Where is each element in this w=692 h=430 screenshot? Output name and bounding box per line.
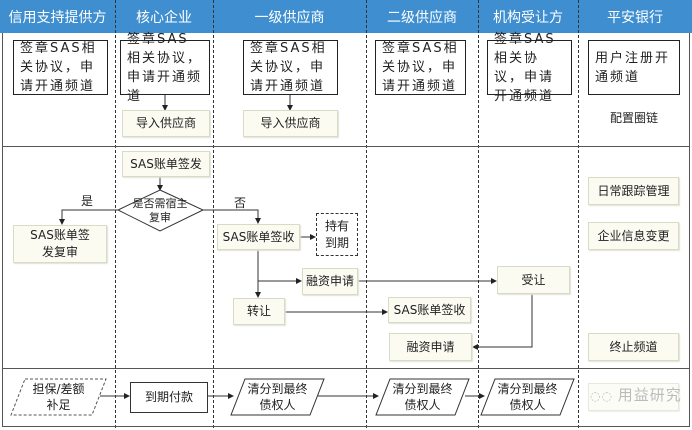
frame-left [2, 33, 3, 427]
guarantee-parallelogram: 担保/差额补足 [10, 378, 107, 416]
daily-tracking-box: 日常跟踪管理 [588, 177, 679, 205]
watermark: ◌◌ 用益研究 [590, 384, 682, 405]
watermark-text: 用益研究 [617, 386, 682, 404]
watermark-box [588, 383, 679, 411]
transfer-box: 转让 [233, 298, 285, 325]
row-divider [2, 426, 690, 427]
lane-divider [213, 0, 214, 428]
no-label: 否 [234, 196, 247, 210]
guarantee-label: 担保/差额补足 [32, 382, 85, 412]
sign-agreement-box: 签章SAS相关协议，申请开通频道 [243, 40, 338, 95]
issue-review-box: SAS账单签发复审 [13, 225, 107, 263]
arrow [472, 294, 533, 350]
lane-divider [578, 0, 579, 428]
user-register-box: 用户注册开通频道 [588, 40, 680, 95]
lane-header-credit-provider: 信用支持提供方 [0, 0, 115, 33]
row-divider [2, 146, 690, 147]
lane-header-tier1-supplier: 一级供应商 [213, 0, 366, 33]
lane-header-institution: 机构受让方 [478, 0, 578, 33]
clear-to-creditor-parallelogram: 清分到最终债权人 [230, 378, 325, 416]
info-change-box: 企业信息变更 [588, 222, 679, 250]
lane-header-tier2-supplier: 二级供应商 [366, 0, 478, 33]
frame-right [689, 33, 690, 427]
arrow-yes [59, 209, 118, 225]
sign-agreement-box: 签章SAS相关协议，申请开通频道 [120, 32, 210, 104]
terminate-channel-box: 终止频道 [588, 333, 679, 361]
sign-agreement-box: 签章SAS相关协议，申请开通频道 [375, 40, 466, 95]
sign-agreement-box: 签章SAS相关协议，申请开通频道 [487, 32, 572, 104]
sign-agreement-box: 签章SAS相关协议，申请开通频道 [13, 40, 108, 95]
finance-apply-box-tier2: 融资申请 [389, 333, 472, 361]
yes-label: 是 [81, 194, 94, 208]
config-chain-box: 配置圈链 [609, 110, 658, 125]
maturity-payment-box: 到期付款 [130, 382, 208, 413]
lane-divider [115, 0, 116, 428]
import-supplier-box: 导入供应商 [243, 110, 338, 137]
decision-label: 是否需宿主复审 [132, 197, 188, 224]
bill-issue-box: SAS账单签发 [122, 151, 210, 177]
arrow-no [203, 209, 261, 224]
clear-to-creditor-label: 清分到最终债权人 [392, 382, 453, 412]
bill-receive-box: SAS账单签收 [217, 224, 300, 250]
lane-header-pingan-bank: 平安银行 [578, 0, 692, 33]
import-supplier-box: 导入供应商 [122, 110, 210, 137]
accept-transfer-box: 受让 [497, 266, 570, 294]
lane-divider [478, 0, 479, 428]
decision-diamond [116, 189, 205, 232]
clear-to-creditor-parallelogram: 清分到最终债权人 [480, 378, 575, 416]
wechat-icon: ◌◌ [590, 389, 618, 403]
row-divider [2, 368, 690, 369]
hold-to-maturity-box: 持有到期 [316, 213, 358, 256]
lane-divider [366, 0, 367, 428]
finance-apply-box: 融资申请 [302, 268, 358, 295]
bill-receive-box-tier2: SAS账单签收 [388, 297, 471, 323]
clear-to-creditor-label: 清分到最终债权人 [247, 382, 308, 412]
clear-to-creditor-label: 清分到最终债权人 [497, 382, 558, 412]
clear-to-creditor-parallelogram: 清分到最终债权人 [375, 378, 470, 416]
lane-header-core-enterprise: 核心企业 [115, 0, 213, 33]
